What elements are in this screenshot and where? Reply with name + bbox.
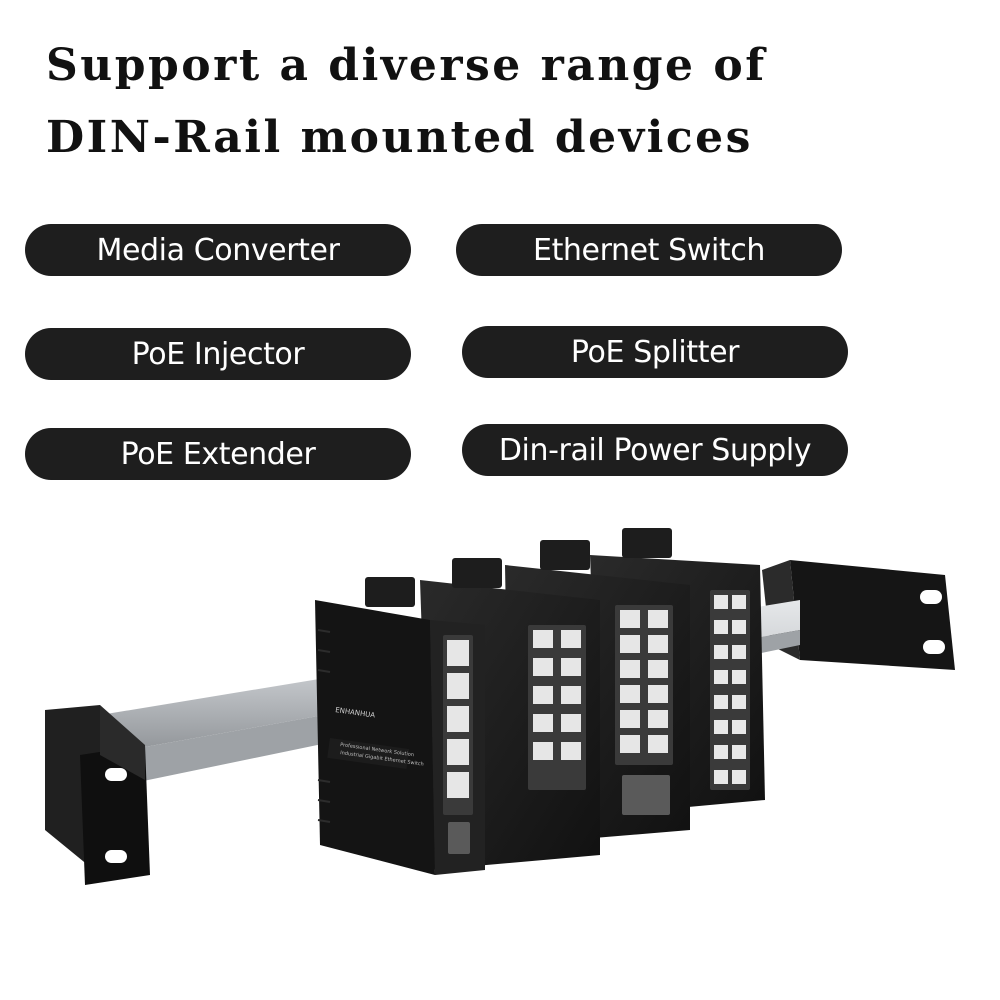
pill-media-converter: Media Converter xyxy=(25,224,411,276)
pill-ethernet-switch: Ethernet Switch xyxy=(456,224,842,276)
terminal-block-icon xyxy=(540,540,590,570)
terminal-block-icon xyxy=(452,558,502,588)
left-mounting-bracket xyxy=(45,705,150,885)
headline-line-2: DIN-Rail mounted devices xyxy=(46,112,753,163)
headline: Support a diverse range of DIN-Rail moun… xyxy=(46,30,946,174)
pill-poe-splitter: PoE Splitter xyxy=(462,326,848,378)
pill-poe-injector: PoE Injector xyxy=(25,328,411,380)
device-media-converter-5port: ENHANHUA Professional Network Solution I… xyxy=(315,577,485,875)
terminal-block-icon xyxy=(622,528,672,558)
terminal-block-icon xyxy=(365,577,415,607)
headline-line-1: Support a diverse range of xyxy=(46,40,767,91)
pill-din-rail-power-supply: Din-rail Power Supply xyxy=(462,424,848,476)
product-photo: ENHANHUA Professional Network Solution I… xyxy=(45,528,955,885)
pill-poe-extender: PoE Extender xyxy=(25,428,411,480)
